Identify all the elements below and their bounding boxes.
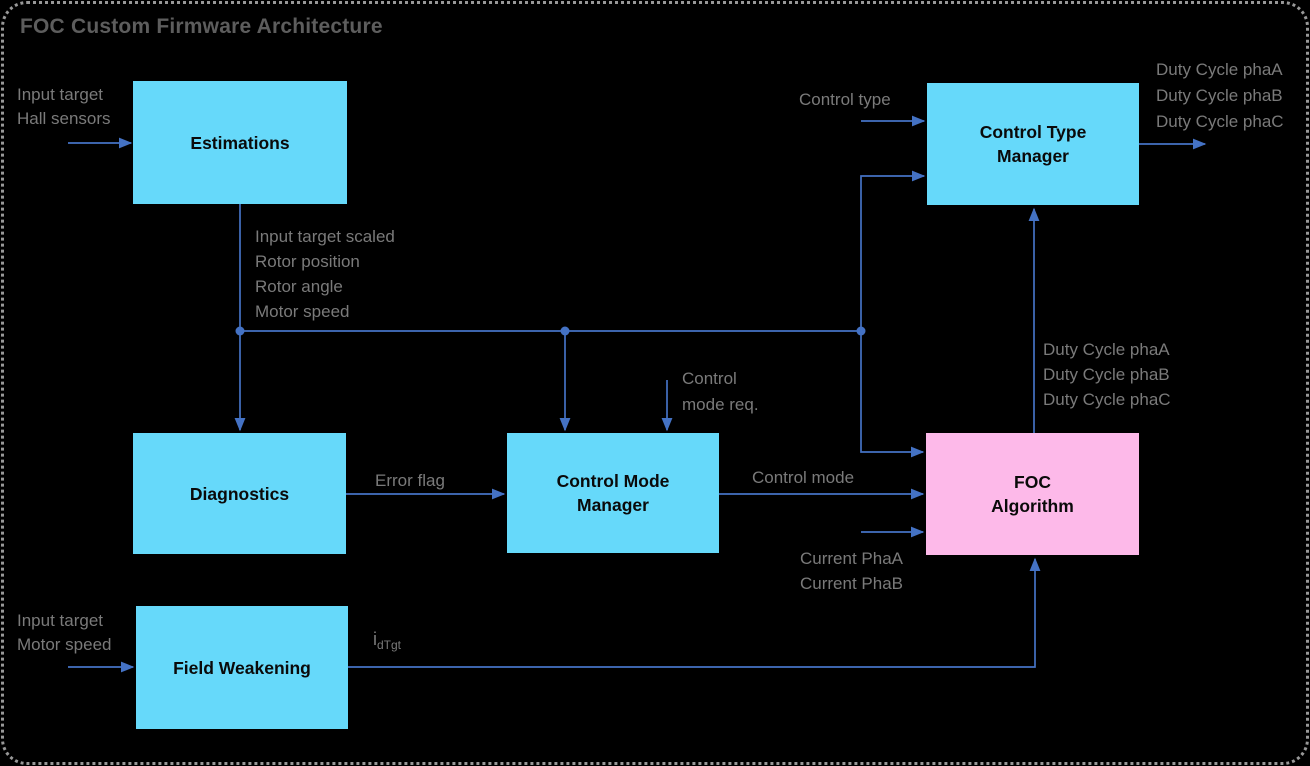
block-field-weakening: Field Weakening (136, 606, 348, 729)
page-title: FOC Custom Firmware Architecture (20, 15, 383, 38)
junction-dot (560, 326, 570, 336)
block-diagnostics: Diagnostics (133, 433, 346, 554)
label-current-inputs: Current PhaA Current PhaB (800, 549, 903, 593)
junction-dot (856, 326, 866, 336)
label-control-mode: Control mode (752, 468, 855, 487)
label-idtgt: idTgt (373, 629, 401, 652)
connector-bus-to-foc-algorithm (860, 331, 925, 458)
block-control-type-manager: Control Type Manager (927, 83, 1139, 205)
label-error-flag: Error flag (375, 471, 445, 490)
block-foc-algorithm: FOC Algorithm (926, 433, 1139, 555)
label-estimations-outputs: Input target scaled Rotor position Rotor… (255, 227, 395, 321)
label-duty-cycle-outputs-mid: Duty Cycle phaA Duty Cycle phaB Duty Cyc… (1043, 340, 1171, 409)
label-idtgt-base: i (373, 629, 377, 649)
junction-dot (235, 326, 245, 336)
label-duty-cycle-outputs-top: Duty Cycle phaA Duty Cycle phaB Duty Cyc… (1156, 60, 1284, 131)
connector-idtgt-to-foc (348, 557, 1041, 668)
label-control-type-input: Control type (799, 90, 891, 109)
label-estimations-inputs: Input target Hall sensors (17, 85, 111, 128)
label-control-mode-request: Control mode req. (682, 369, 759, 414)
block-estimations: Estimations (133, 81, 347, 204)
label-field-weakening-inputs: Input target Motor speed (17, 611, 112, 654)
label-idtgt-sub: dTgt (377, 638, 402, 653)
block-control-mode-manager: Control Mode Manager (507, 433, 719, 553)
connector-bus-to-control-type-manager (860, 170, 926, 331)
